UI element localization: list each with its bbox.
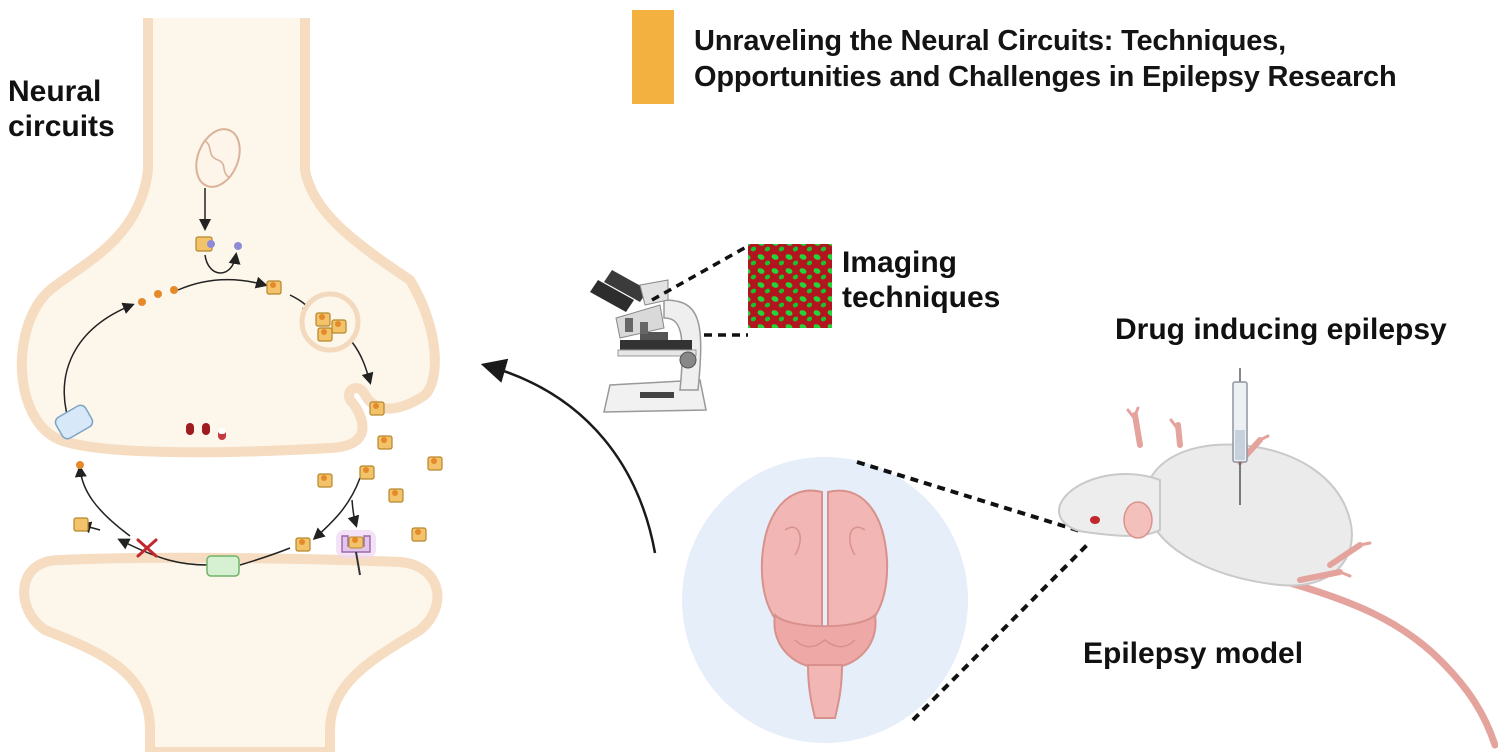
glutamine-molecules (76, 286, 178, 469)
neural-circuits-line-2: circuits (8, 110, 115, 144)
neural-circuits-line-1: Neural (8, 75, 102, 108)
curved-arrow (480, 358, 657, 554)
receptor-icon (336, 530, 376, 576)
title-line-1: Unraveling the Neural Circuits: Techniqu… (694, 25, 1286, 57)
fluorescence-image-icon (748, 244, 832, 328)
postsynaptic-transporter-icon (206, 555, 240, 577)
epilepsy-model-label: Epilepsy model (1083, 637, 1304, 670)
imaging-techniques-label: Imaging techniques (842, 245, 1000, 316)
postsynaptic-terminal (19, 552, 443, 752)
enzyme-icon (195, 236, 242, 252)
transporter-icon (54, 404, 94, 440)
title-line-2: Opportunities and Challenges in Epilepsy… (694, 60, 1397, 93)
title-accent-bar (632, 10, 674, 104)
neurotransmitter-molecules (73, 280, 443, 552)
syringe-icon (1232, 368, 1248, 505)
imaging-line-2: techniques (842, 281, 1001, 315)
figure-title: Unraveling the Neural Circuits: Techniqu… (694, 24, 1397, 96)
dashed-line-top (651, 244, 749, 302)
arrow-synthesis (204, 252, 241, 274)
mitochondrion-icon (195, 128, 241, 188)
block-x-icon (136, 538, 158, 558)
brain-icon (760, 489, 889, 719)
microscope-icon (590, 270, 707, 413)
rat-icon (1058, 406, 1498, 749)
ion-capsules (186, 423, 226, 440)
precursor-icon (234, 242, 242, 250)
dashed-line-brain-top (856, 460, 1084, 534)
neural-circuits-label: Neural circuits (8, 74, 115, 145)
brain-circle (682, 457, 968, 743)
imaging-line-1: Imaging (842, 246, 958, 279)
drug-inducing-epilepsy-label: Drug inducing epilepsy (1115, 313, 1447, 346)
